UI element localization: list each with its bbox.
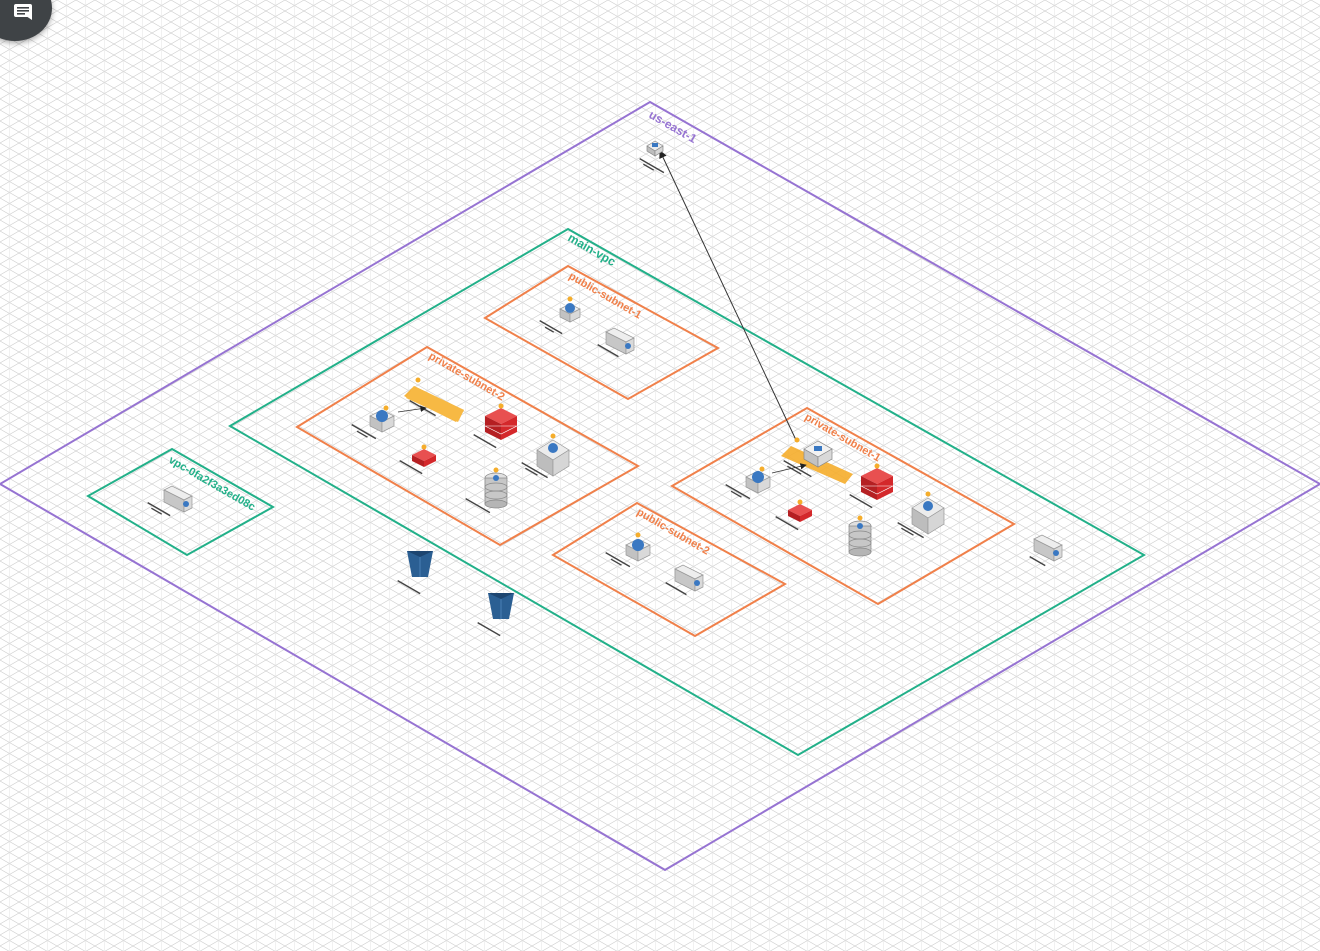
- caption-mark: [783, 460, 812, 478]
- caption-mark: [597, 344, 619, 358]
- redis-cluster-icon[interactable]: [860, 463, 894, 501]
- database-stack-icon[interactable]: [848, 515, 872, 557]
- default-vpc[interactable]: [86, 447, 276, 557]
- internet-gateway-icon[interactable]: [163, 485, 193, 513]
- caption-mark: [399, 460, 423, 475]
- caption-mark: [1029, 556, 1046, 567]
- caption-mark: [605, 552, 631, 568]
- caption-mark: [539, 320, 563, 335]
- rds-database-icon[interactable]: [536, 433, 570, 477]
- internet-gateway-icon[interactable]: [1033, 534, 1063, 562]
- caption-mark: [639, 158, 665, 174]
- connection-arrow[interactable]: [771, 463, 807, 474]
- caption-mark: [665, 582, 687, 596]
- instance-icon[interactable]: [646, 140, 664, 157]
- database-stack-icon[interactable]: [484, 467, 508, 509]
- nat-gateway-icon[interactable]: [674, 564, 704, 592]
- elastic-ip-icon[interactable]: [559, 296, 581, 323]
- caption-mark: [397, 580, 421, 595]
- caption-mark: [477, 622, 501, 637]
- redis-cluster-icon[interactable]: [484, 403, 518, 441]
- instance-icon[interactable]: [803, 440, 833, 468]
- caption-mark: [351, 424, 377, 440]
- caption-mark: [897, 522, 924, 539]
- caption-mark: [775, 516, 799, 531]
- s3-bucket-icon[interactable]: [488, 593, 514, 619]
- caption-mark: [725, 484, 751, 500]
- caption-mark: [521, 462, 548, 479]
- elastic-ip-icon[interactable]: [369, 405, 395, 433]
- public-subnet-2[interactable]: [551, 501, 788, 638]
- s3-bucket-icon[interactable]: [407, 551, 433, 577]
- main-vpc[interactable]: [228, 227, 1147, 757]
- private-subnet-1[interactable]: [669, 406, 1017, 606]
- comment-icon: [14, 4, 32, 20]
- nat-gateway-icon[interactable]: [605, 327, 635, 355]
- private-subnet-2[interactable]: [295, 345, 641, 547]
- caption-mark: [849, 494, 873, 509]
- public-subnet-1[interactable]: [483, 264, 721, 401]
- load-balancer-icon[interactable]: [404, 377, 464, 423]
- elastic-ip-icon[interactable]: [625, 532, 651, 562]
- redis-node-icon[interactable]: [788, 499, 812, 523]
- rds-database-icon[interactable]: [911, 491, 945, 535]
- caption-mark: [147, 502, 171, 517]
- caption-mark: [473, 434, 497, 449]
- caption-mark: [465, 498, 491, 514]
- connection-arrow[interactable]: [397, 405, 427, 413]
- redis-node-icon[interactable]: [412, 444, 436, 468]
- region-us-east-1[interactable]: [0, 100, 1320, 872]
- connection-arrow[interactable]: [659, 150, 797, 441]
- elastic-ip-icon[interactable]: [745, 466, 771, 494]
